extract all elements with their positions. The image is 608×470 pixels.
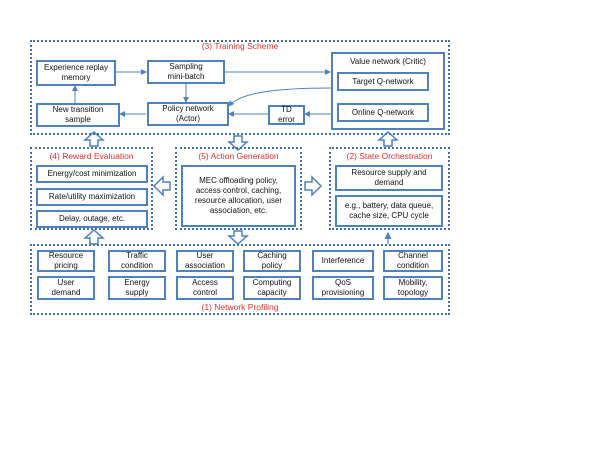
reward-item-delay: Delay, outage, etc. [36,210,148,228]
action-generation-title: (5) Action Generation [198,151,279,161]
sampling-box: Sampling mini-batch [147,60,225,84]
profile-resource-pricing: Resource pricing [37,250,95,272]
profile-access-control: Access control [176,276,234,300]
reward-item-energy: Energy/cost minimization [36,165,148,183]
policy-network-box: Policy network (Actor) [147,102,229,126]
state-orchestration-title: (2) State Orchestration [346,151,433,161]
action-description-box: MEC offloading policy, access control, c… [181,165,296,227]
block-arrow-action-to-reward [152,175,171,197]
experience-replay-box: Experience replay memory [36,60,116,86]
block-arrow-action-to-profiling [227,230,249,246]
value-network-label: Value network (Critic) [350,57,426,66]
profile-energy-supply: Energy supply [108,276,166,300]
network-profiling-title: (1) Network Profiling [201,302,279,312]
profile-computing-capacity: Computing capacity [243,276,301,300]
target-q-network-box: Target Q-network [337,72,429,91]
profile-user-demand: User demand [37,276,95,300]
reward-evaluation-region [30,147,153,230]
block-arrow-action-to-state [304,175,323,197]
profile-user-association: User association [176,250,234,272]
profile-interference: Interference [312,250,374,272]
reward-item-rate: Rate/utility maximization [36,188,148,206]
profile-traffic-condition: Traffic condition [108,250,166,272]
new-transition-box: New transition sample [36,103,120,127]
profile-caching-policy: Caching policy [243,250,301,272]
block-arrow-profiling-to-reward [83,228,105,245]
td-error-box: TD error [268,105,305,125]
profile-qos-provisioning: QoS provisioning [312,276,374,300]
action-generation-region [175,147,302,230]
network-profiling-region [30,244,450,315]
profile-mobility-topology: Mobility, topology [383,276,443,300]
training-scheme-region [30,40,450,135]
reward-evaluation-title: (4) Reward Evaluation [49,151,134,161]
resource-supply-box: Resource supply and demand [335,165,443,191]
state-orchestration-region [329,147,450,230]
online-q-network-box: Online Q-network [337,103,429,122]
profile-channel-condition: Channel condition [383,250,443,272]
training-scheme-title: (3) Training Scheme [201,41,279,51]
state-details-box: e.g., battery, data queue, cache size, C… [335,195,443,227]
